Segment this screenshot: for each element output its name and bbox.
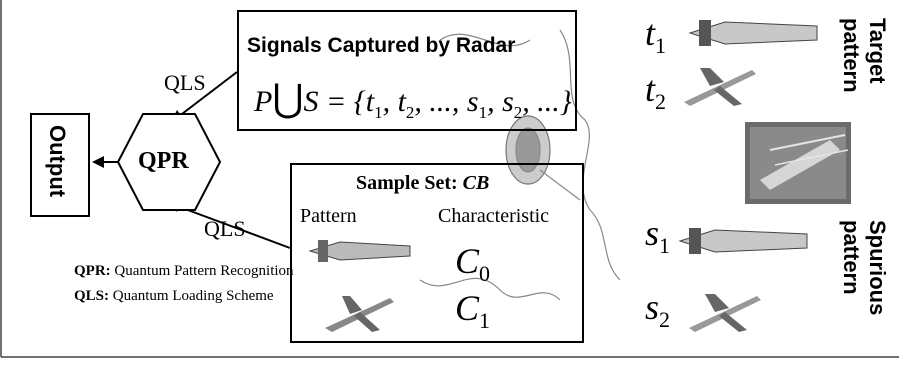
t2-label: t2 — [645, 69, 667, 115]
s1-label: s1 — [645, 213, 671, 259]
output-box — [30, 113, 90, 217]
qpr-hexagon — [116, 113, 222, 211]
t1-label: t1 — [645, 13, 667, 59]
signals-box — [237, 10, 577, 131]
qls-label-bottom: QLS — [204, 216, 246, 241]
column-characteristic: Characteristic — [438, 205, 550, 227]
sample-missile-image — [308, 240, 411, 262]
c0-label: C0 — [455, 241, 491, 287]
target-plane-image — [684, 68, 756, 106]
target-pattern-label: Target pattern — [839, 18, 890, 93]
column-pattern: Pattern — [300, 205, 357, 227]
s2-label: s2 — [645, 287, 671, 333]
spurious-plane-image — [689, 294, 761, 332]
sample-set-box — [290, 163, 584, 343]
signals-formula: P⋃S = {t1, t2, ..., s1, s2, ...} — [254, 78, 572, 122]
radar-dish-sketch — [419, 29, 621, 301]
sample-plane-image — [325, 296, 394, 332]
spurious-missile-image — [678, 228, 808, 254]
legend-qpr: QPR: Quantum Pattern Recognition — [74, 263, 294, 279]
c1-label: C1 — [455, 288, 491, 334]
target-missile-image — [688, 20, 818, 46]
signals-title: Signals Captured by Radar — [247, 34, 516, 57]
legend-qls: QLS: Quantum Loading Scheme — [74, 288, 274, 304]
output-label: Output — [45, 125, 70, 198]
qls-label-top: QLS — [164, 70, 206, 95]
spurious-pattern-label: Spurious pattern — [839, 220, 890, 316]
qpr-label: QPR — [138, 148, 189, 174]
sample-set-title: Sample Set: CB — [356, 172, 490, 194]
